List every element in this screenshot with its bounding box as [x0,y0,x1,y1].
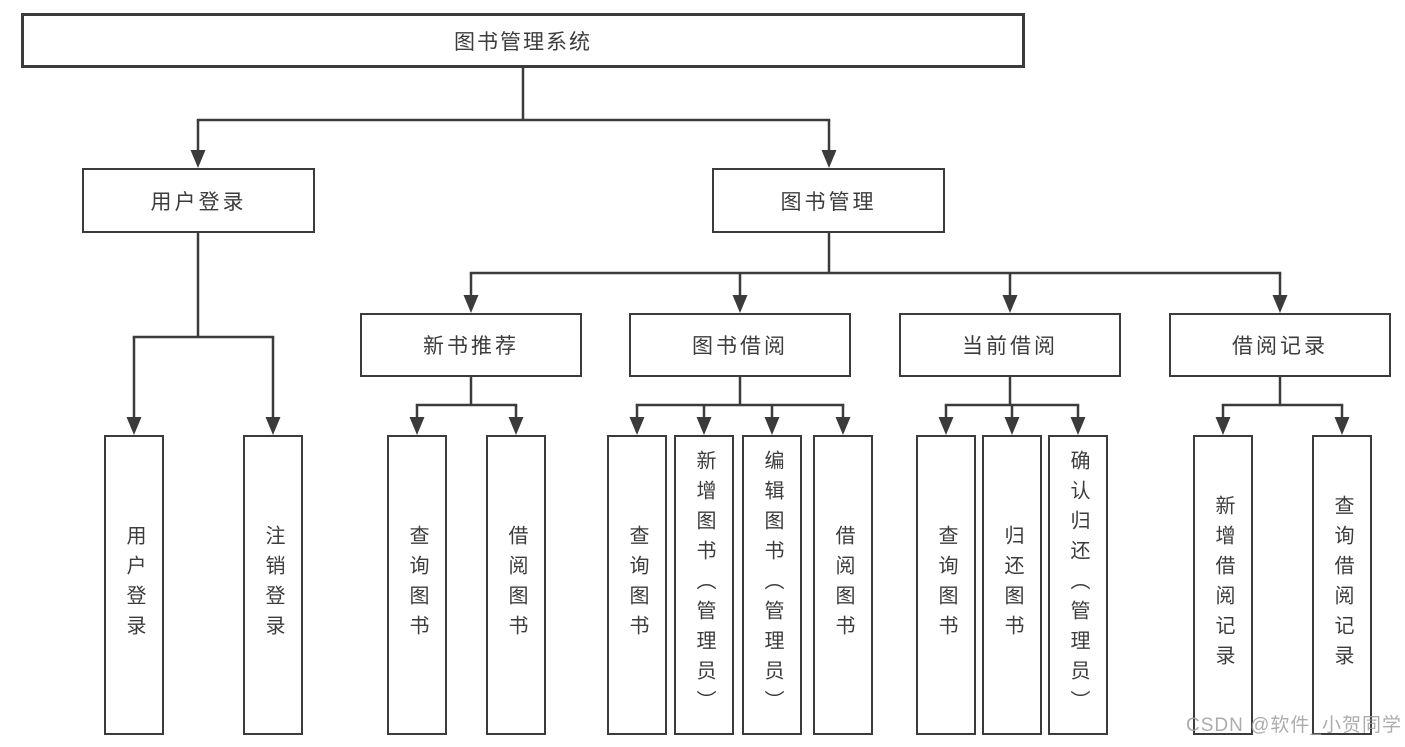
node-library-management-system: 图书管理系统 [21,13,1025,68]
node-book-borrowing: 图书借阅 [629,313,851,377]
node-current-borrowing: 当前借阅 [899,313,1121,377]
csdn-watermark: CSDN @软件_小贺同学 [1186,715,1402,736]
connector-segments [132,68,1344,419]
leaf-user-login: 用户登录 [104,435,164,735]
node-borrowing-records: 借阅记录 [1169,313,1391,377]
node-new-book-recommendation: 新书推荐 [360,313,582,377]
leaf-borrow-books-recommend: 借阅图书 [486,435,546,735]
leaf-return-books: 归还图书 [982,435,1042,735]
leaf-query-books-recommend: 查询图书 [387,435,447,735]
leaf-query-borrow-record: 查询借阅记录 [1312,435,1372,735]
node-user-login: 用户登录 [82,168,315,233]
leaf-confirm-return-admin: 确认归还（管理员） [1048,435,1108,735]
arrowheads [126,150,1350,435]
leaf-logout: 注销登录 [243,435,303,735]
leaf-edit-books-admin: 编辑图书（管理员） [742,435,802,735]
leaf-add-books-admin: 新增图书（管理员） [674,435,734,735]
node-book-management: 图书管理 [712,168,945,233]
leaf-borrow-books: 借阅图书 [813,435,873,735]
leaf-add-borrow-record: 新增借阅记录 [1193,435,1253,735]
leaf-query-books-borrowing: 查询图书 [607,435,667,735]
leaf-query-books-current: 查询图书 [916,435,976,735]
